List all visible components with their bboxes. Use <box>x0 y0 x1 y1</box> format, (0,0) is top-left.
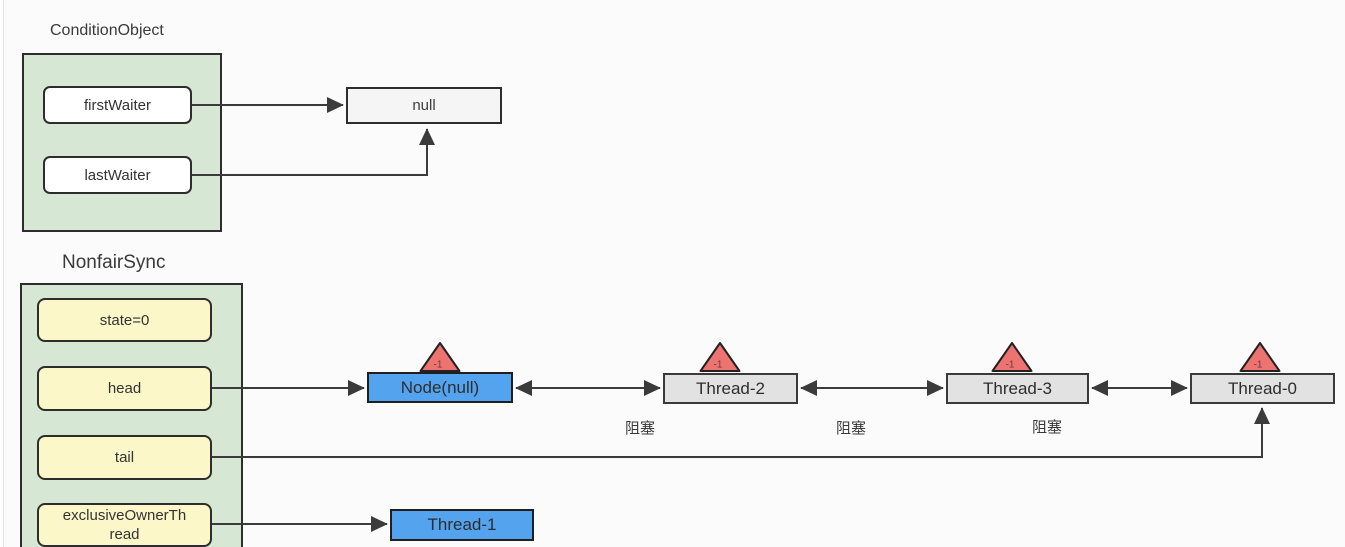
field-last-waiter: lastWaiter <box>43 156 192 194</box>
wait-status-value: -1 <box>1254 360 1263 371</box>
condition-object-container <box>22 53 222 232</box>
wait-status-value: -1 <box>714 360 723 371</box>
left-edge-strip <box>0 0 3 547</box>
left-edge-divider <box>3 0 4 547</box>
field-exclusive-owner-thread: exclusiveOwnerThread <box>37 503 212 547</box>
queue-node-thread-2: Thread-2 <box>663 373 798 404</box>
wait-status-triangle-thread-2-icon: -1 <box>699 342 741 372</box>
queue-node-thread-0: Thread-0 <box>1190 373 1335 404</box>
blocked-label-2: 阻塞 <box>835 420 867 437</box>
wait-status-triangle-thread-0-icon: -1 <box>1239 342 1281 372</box>
field-exclusive-owner-thread-label: exclusiveOwnerThread <box>62 507 187 543</box>
wait-status-triangle-node-null-icon: -1 <box>419 342 461 372</box>
condition-object-title: ConditionObject <box>50 22 164 39</box>
field-first-waiter: firstWaiter <box>43 86 192 124</box>
arrow-tail-to-thread-0 <box>212 407 1271 458</box>
owner-node-thread-1: Thread-1 <box>390 509 534 541</box>
wait-status-triangle-thread-3-icon: -1 <box>991 342 1033 372</box>
queue-node-thread-3: Thread-3 <box>946 373 1089 404</box>
blocked-label-1: 阻塞 <box>624 420 656 437</box>
null-node: null <box>346 87 502 124</box>
wait-status-value: -1 <box>1006 360 1015 371</box>
nonfair-sync-title: NonfairSync <box>62 252 166 273</box>
field-head: head <box>37 366 212 411</box>
field-state: state=0 <box>37 298 212 342</box>
queue-node-head-node-null: Node(null) <box>367 372 513 403</box>
blocked-label-3: 阻塞 <box>1031 419 1063 436</box>
arrow-last-waiter-to-null <box>192 128 436 176</box>
wait-status-value: -1 <box>434 360 443 371</box>
field-tail: tail <box>37 435 212 480</box>
